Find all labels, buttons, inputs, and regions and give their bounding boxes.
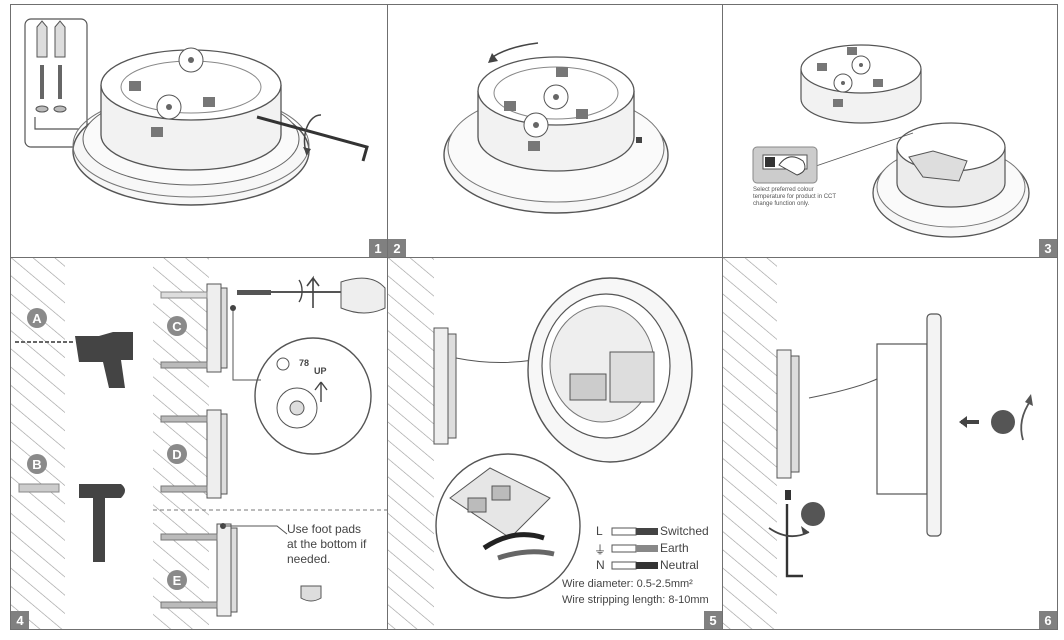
step-6-panel: 6 — [722, 257, 1058, 630]
rotate-arrow-icon — [298, 279, 303, 303]
step-5-panel: L Switched ⏚ Earth N Neutral Wire diamet… — [387, 257, 723, 630]
step-a-marker: A — [27, 308, 47, 328]
hex-key-icon — [256, 115, 369, 162]
step-4-badge: 4 — [11, 611, 29, 629]
step-5-illustration — [388, 258, 693, 629]
light-fitting-open — [527, 277, 693, 463]
wire-legend — [611, 527, 658, 570]
foot-pad-icon — [300, 585, 322, 602]
wire-label-switched: Switched — [660, 524, 709, 538]
step-4-illustration — [11, 258, 387, 629]
step-3-badge: 3 — [1039, 239, 1057, 257]
rotate-arrow-icon — [768, 527, 810, 538]
step-e-marker: E — [167, 570, 187, 590]
mounting-plate — [776, 349, 800, 479]
step-6-badge: 6 — [1039, 611, 1057, 629]
step-1-illustration — [24, 18, 369, 206]
push-arrow-icon — [959, 416, 979, 428]
mounting-plate-e — [160, 523, 238, 617]
cable-line — [808, 377, 880, 399]
mounting-plate — [800, 44, 922, 124]
step-c-marker: C — [167, 316, 187, 336]
light-fitting — [872, 122, 1030, 238]
step-6-illustration — [723, 258, 1033, 629]
hammer-icon — [18, 483, 125, 562]
drill-icon — [15, 332, 133, 388]
earth-icon: ⏚ — [594, 543, 607, 557]
rotate-counterclockwise-arrow-icon — [489, 42, 539, 60]
step-d-marker: D — [167, 444, 187, 464]
wall-plug-icon — [36, 20, 66, 58]
mounting-plate-d — [160, 409, 228, 499]
light-fitting — [72, 47, 310, 206]
mounting-plate-c — [160, 283, 228, 373]
wire-label-neutral: Neutral — [660, 558, 699, 572]
wire-terminal-n: N — [596, 558, 605, 572]
allen-key-icon — [785, 490, 803, 578]
mounting-plate — [433, 327, 457, 445]
step-3-illustration — [752, 44, 1030, 238]
light-fitting-side — [876, 313, 942, 537]
foot-pad-icon — [35, 105, 67, 113]
up-arrow-icon — [306, 275, 320, 308]
cct-callout-text: Select preferred colour temperature for … — [753, 187, 836, 207]
wire-stripping-text: Wire stripping length: 8-10mm — [562, 594, 709, 606]
screwdriver-icon — [237, 277, 386, 314]
terminal-block-zoom — [449, 467, 555, 561]
step-b-marker: B — [27, 454, 47, 474]
screw-icon — [40, 65, 62, 99]
mount-number-label: 78 — [299, 358, 310, 368]
switch-slider-icon — [765, 157, 775, 167]
step-4-panel: A B C D E 78 UP Use foot pads at the bot… — [10, 257, 388, 630]
step-5-badge: 5 — [704, 611, 722, 629]
push-indicator-icon — [991, 410, 1015, 434]
step-2-panel: 2 — [387, 4, 723, 258]
step-2-illustration — [443, 42, 669, 214]
wall-hatch — [723, 258, 777, 629]
tighten-indicator-icon — [801, 502, 825, 526]
light-fitting — [443, 56, 669, 214]
finger-icon — [778, 156, 806, 176]
wire-diameter-text: Wire diameter: 0.5-2.5mm² — [562, 578, 693, 590]
wall-hatch — [388, 258, 434, 629]
step-3-panel: Select preferred colour temperature for … — [722, 4, 1058, 258]
terminal-block — [569, 373, 607, 401]
accessory-kit-box — [24, 18, 88, 148]
rotate-arrow-icon — [1020, 399, 1032, 441]
wire-label-earth: Earth — [660, 541, 689, 555]
step-1-badge: 1 — [369, 239, 387, 257]
step-1-panel: 1 — [10, 4, 388, 258]
step-2-badge: 2 — [388, 239, 406, 257]
up-label: UP — [314, 366, 327, 376]
foot-pad-note: Use foot pads at the bottom if needed. — [287, 522, 367, 566]
wire-terminal-l: L — [596, 524, 603, 538]
driver-box — [609, 351, 655, 403]
